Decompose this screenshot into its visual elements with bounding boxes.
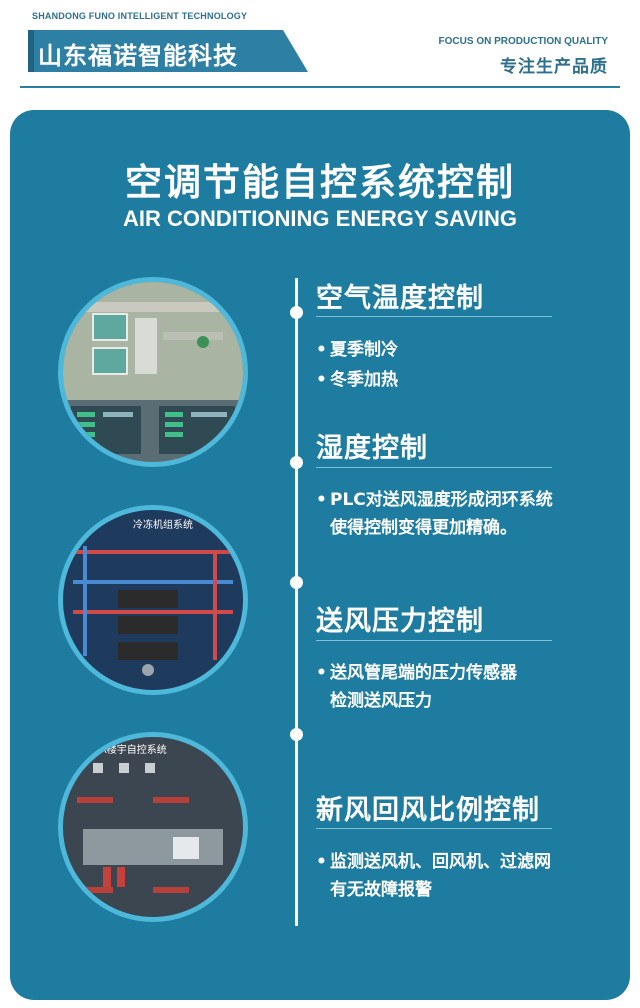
timeline-dot: [290, 728, 303, 741]
timeline-dot: [290, 306, 303, 319]
page-title-cn: 空调节能自控系统控制: [125, 161, 515, 204]
list-item: 夏季制冷: [316, 336, 398, 364]
section-title-fresh-return-air-ratio: 新风回风比例控制: [316, 795, 540, 826]
page-title-en: AIR CONDITIONING ENERGY SAVING: [122, 206, 517, 231]
brand-name-cn: 山东福诺智能科技: [38, 42, 238, 70]
section-divider: [316, 640, 552, 641]
section-divider: [316, 828, 552, 829]
ba-caption: BA楼宇自控系统: [93, 743, 167, 756]
header: SHANDONG FUNO INTELLIGENT TECHNOLOGY 山东福…: [0, 0, 640, 92]
section-title-supply-air-pressure: 送风压力控制: [316, 606, 484, 637]
section-divider: [316, 316, 552, 317]
timeline-line: [295, 278, 298, 926]
list-item: 冬季加热: [316, 366, 398, 394]
header-divider: [20, 86, 620, 88]
tagline-en: FOCUS ON PRODUCTION QUALITY: [438, 36, 608, 47]
section-divider: [316, 467, 552, 468]
list-item: 送风管尾端的压力传感器 检测送风压力: [316, 659, 517, 715]
brand-banner-shape: [28, 30, 308, 72]
chiller-system-image: 冷冻机组系统: [58, 505, 248, 695]
timeline-dot: [290, 576, 303, 589]
section-title-air-temperature: 空气温度控制: [316, 283, 484, 314]
tagline-cn: 专注生产品质: [500, 57, 608, 77]
chiller-caption: 冷冻机组系统: [133, 518, 193, 531]
hvac-schematic-image: [58, 277, 248, 467]
section-title-humidity: 湿度控制: [316, 433, 428, 464]
building-automation-image: BA楼宇自控系统: [58, 732, 248, 922]
timeline-dot: [290, 456, 303, 469]
list-item: PLC对送风湿度形成闭环系统 使得控制变得更加精确。: [316, 486, 553, 542]
company-name-en: SHANDONG FUNO INTELLIGENT TECHNOLOGY: [32, 11, 248, 21]
list-item: 监测送风机、回风机、过滤网 有无故障报警: [316, 848, 551, 904]
brand-banner: 山东福诺智能科技: [28, 30, 308, 72]
